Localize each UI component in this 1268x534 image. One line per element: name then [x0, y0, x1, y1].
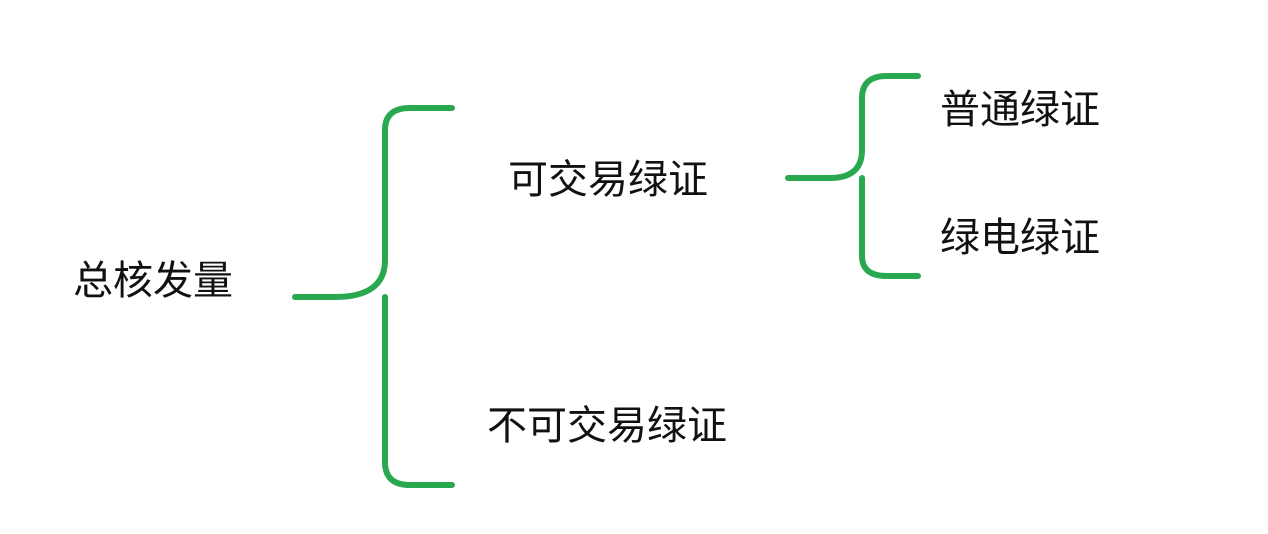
green-power-cert-label: 绿电绿证	[940, 215, 1100, 261]
non-tradable-label: 不可交易绿证	[487, 403, 727, 449]
root-label: 总核发量	[73, 258, 233, 304]
tradable-label: 可交易绿证	[508, 157, 708, 203]
tradable-bracket	[785, 73, 921, 279]
root-bracket	[292, 105, 455, 488]
normal-cert-label: 普通绿证	[940, 87, 1100, 133]
